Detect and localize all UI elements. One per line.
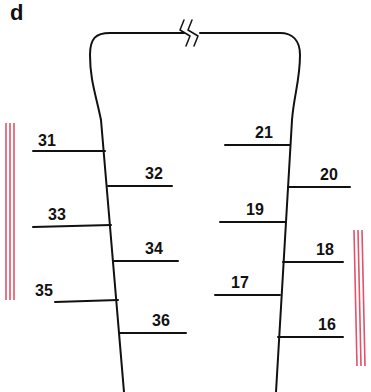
callout-number: 31 — [38, 132, 56, 149]
leader-line — [215, 294, 280, 296]
leader-line — [114, 260, 178, 262]
panel-letter: d — [10, 4, 23, 21]
callout-number: 17 — [231, 274, 249, 291]
leader-line — [33, 150, 105, 152]
callout-number: 33 — [48, 206, 66, 223]
range-bar — [5, 123, 7, 300]
range-bar — [13, 123, 15, 300]
leader-line — [108, 185, 172, 187]
range-bar — [362, 230, 365, 366]
callout-number: 34 — [145, 240, 163, 257]
callout-number: 20 — [320, 166, 338, 183]
range-bar — [354, 230, 357, 366]
outline-right — [200, 33, 300, 392]
callout-number: 16 — [318, 316, 336, 333]
leader-line — [283, 261, 343, 263]
callout-number: 19 — [246, 201, 264, 218]
callout-number: 36 — [152, 312, 170, 329]
callout-number: 21 — [255, 124, 273, 141]
leader-line — [120, 332, 186, 334]
callout-number: 18 — [316, 241, 334, 258]
range-bar — [9, 123, 11, 300]
outline-left — [90, 33, 184, 392]
leader-line — [55, 300, 118, 302]
callout-number: 32 — [145, 165, 163, 182]
break-mark — [180, 20, 198, 46]
range-bar — [358, 230, 361, 366]
callout-number: 35 — [35, 282, 53, 299]
leader-line — [220, 221, 285, 223]
leader-line — [278, 336, 343, 338]
leader-line — [225, 144, 290, 146]
leader-line — [33, 225, 111, 227]
leader-line — [288, 186, 350, 188]
